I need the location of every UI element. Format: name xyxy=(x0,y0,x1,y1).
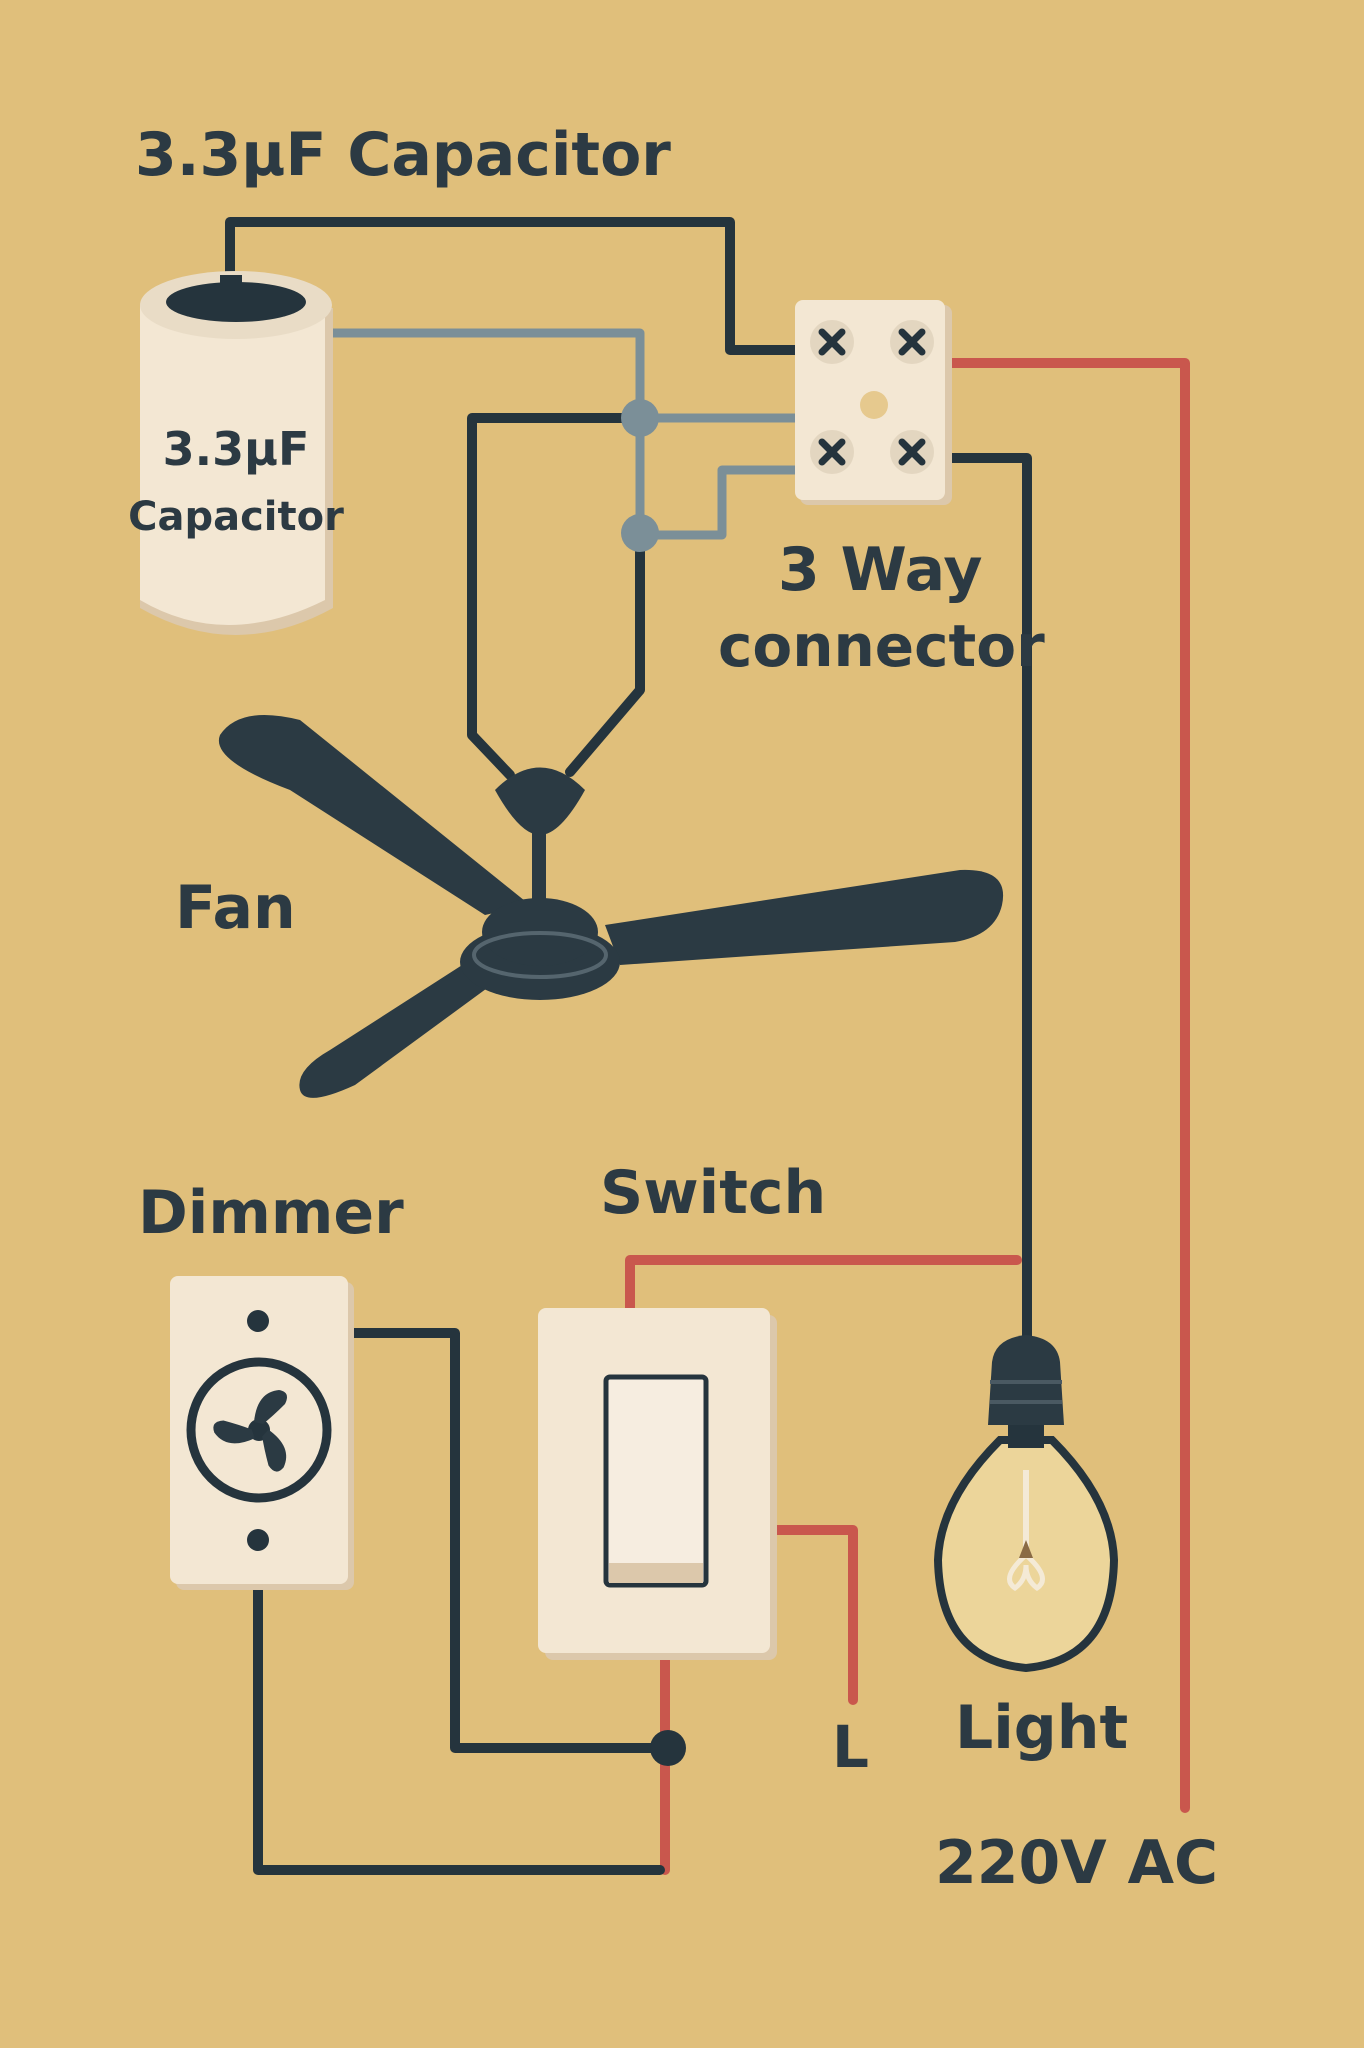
capacitor-body-value: 3.3µF xyxy=(163,422,310,476)
terminal-screw-4 xyxy=(890,430,934,474)
wire-gray-lower-to-connector xyxy=(635,465,805,540)
capacitor-icon: 3.3µF Capacitor xyxy=(128,271,344,635)
fan-symbol-icon xyxy=(213,1390,287,1472)
line-label: L xyxy=(832,1713,869,1781)
light-bulb-icon xyxy=(933,1335,1119,1673)
switch-label: Switch xyxy=(600,1158,826,1228)
fan-label: Fan xyxy=(175,873,296,943)
wire-connector-to-light xyxy=(945,453,1032,1355)
wire-switch-to-light xyxy=(625,1255,1022,1323)
wire-fan-left xyxy=(467,413,645,780)
connector-label-line1: 3 Way xyxy=(778,535,982,605)
connector-label-line2: connector xyxy=(718,612,1045,680)
wire-dimmer-bottom-loop xyxy=(253,1577,665,1875)
wire-switch-to-line xyxy=(770,1525,858,1705)
ceiling-fan-icon xyxy=(218,715,1004,1098)
supply-label: 220V AC xyxy=(935,1828,1218,1898)
fan-dimmer-icon[interactable] xyxy=(170,1276,354,1590)
capacitor-body-label: Capacitor xyxy=(128,494,344,540)
terminal-screw-2 xyxy=(890,320,934,364)
terminal-screw-3 xyxy=(810,430,854,474)
rocker-switch-icon[interactable] xyxy=(538,1308,777,1660)
dimmer-label: Dimmer xyxy=(138,1178,404,1248)
wire-capacitor-to-connector xyxy=(225,217,805,355)
terminal-block-icon xyxy=(795,300,952,505)
junction-dot-dimmer xyxy=(650,1730,686,1766)
wire-capacitor-gray xyxy=(328,328,645,540)
switch-rocker[interactable] xyxy=(603,1374,709,1588)
light-label: Light xyxy=(955,1693,1128,1763)
capacitor-title: 3.3µF Capacitor xyxy=(135,120,671,190)
junction-dot-upper xyxy=(621,399,659,437)
wire-dimmer-to-junction xyxy=(347,1328,673,1753)
junction-dot-lower xyxy=(621,514,659,552)
wire-connector-to-supply xyxy=(945,358,1190,1813)
wire-fan-right xyxy=(565,530,645,777)
terminal-screw-1 xyxy=(810,320,854,364)
wires xyxy=(225,217,1190,1875)
